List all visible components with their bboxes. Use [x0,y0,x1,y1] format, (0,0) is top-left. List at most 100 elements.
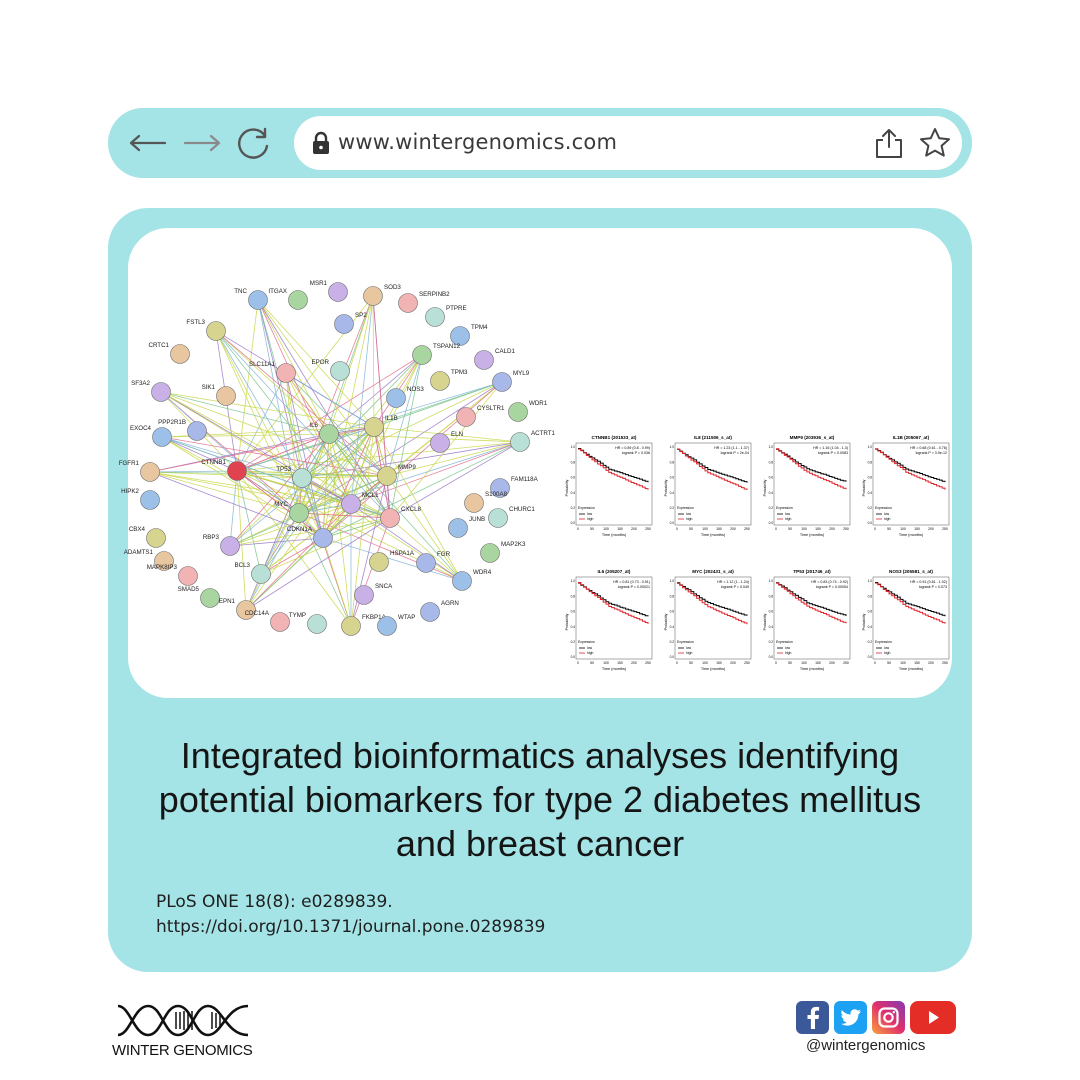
km-plot: MYC (202431_s_at)HR = 1.12 (1 - 1.24)log… [663,567,755,691]
km-legend-high: high [686,651,693,655]
node-itgax [288,290,308,310]
km-ytick: 0.0 [670,521,675,525]
node-wdr1 [508,402,528,422]
network-edge [161,436,303,479]
km-xtick: 250 [744,661,750,665]
km-xlabel: Time (months) [899,533,924,537]
km-title: MMP9 (203936_s_at) [790,435,835,440]
node-label: FAM118A [511,476,539,483]
km-ytick: 0.2 [868,506,873,510]
km-legend-high: high [884,651,891,655]
network-edge [322,295,374,539]
node-exoc4 [152,427,172,447]
km-title: IL1B (205067_at) [893,435,930,440]
node-wdr4 [452,571,472,591]
star-icon[interactable] [918,126,952,160]
km-frame [674,576,752,660]
network-edge [160,391,352,505]
network-edge [245,503,352,611]
km-legend-title: Expression [578,506,595,510]
reload-icon[interactable] [234,124,274,162]
km-xtick: 250 [645,661,651,665]
km-xtick: 0 [775,527,777,531]
network-edge [372,295,375,428]
km-ytick: 0.0 [571,655,576,659]
km-ytick: 1.0 [868,445,873,449]
km-ylabel: Probability [664,479,668,496]
node-junb [448,518,468,538]
km-xtick: 250 [645,527,651,531]
km-pvalue: logrank P = 2e-04 [721,451,749,455]
network-edge [245,512,300,611]
network-edge [328,433,391,519]
network-edge [322,426,375,539]
km-ytick: 0.4 [868,491,873,495]
node-label: WTAP [398,614,415,621]
node-cbx4 [146,528,166,548]
node-actrt1 [510,432,530,452]
km-ylabel: Probability [565,613,569,630]
km-frame [773,576,851,660]
km-xtick: 50 [887,661,891,665]
km-xlabel: Time (months) [800,533,825,537]
km-xlabel: Time (months) [800,667,825,671]
node-label: CTNNB1 [201,459,226,466]
node-rbp3 [220,536,240,556]
node-label: RBP3 [203,534,220,541]
node-fstl3 [206,321,226,341]
km-ylabel: Probability [763,479,767,496]
dna-helix-icon [117,1004,249,1037]
node-agrn [420,602,440,622]
km-xtick: 150 [716,661,722,665]
share-icon[interactable] [872,126,906,160]
network-edge [389,441,521,519]
km-ytick: 0.4 [571,491,576,495]
km-ytick: 0.6 [769,476,774,480]
km-xtick: 100 [801,661,807,665]
km-xtick: 200 [829,527,835,531]
back-arrow-icon[interactable] [128,124,168,162]
forward-arrow-icon[interactable] [182,124,222,162]
node-label: MSR1 [310,280,328,287]
km-legend-high: high [587,517,594,521]
km-xtick: 200 [928,527,934,531]
km-plot: NOS3 (205581_s_at)HR = 0.91 (0.81 - 1.02… [861,567,953,691]
km-plot: IL6 (205207_at)HR = 0.81 (0.73 - 0.91)lo… [564,567,656,691]
km-hr: HR = 0.89 (0.8 - 0.99) [615,446,650,450]
km-curve-low [677,582,748,616]
km-ytick: 0.4 [571,625,576,629]
node-label: WDR4 [473,569,492,576]
network-edge [328,433,463,582]
km-xtick: 250 [843,527,849,531]
node-label: CBX4 [129,526,146,533]
youtube-icon[interactable] [910,1001,956,1034]
km-pvalue: logrank P = 3.9e-12 [916,451,947,455]
address-bar[interactable]: www.wintergenomics.com [294,116,962,170]
facebook-icon[interactable] [796,1001,829,1034]
network-edge [298,512,391,519]
node-map2k3 [480,543,500,563]
node-label: EXOC4 [130,425,152,432]
node-fgr [416,553,436,573]
km-xtick: 250 [942,661,948,665]
node-epor [330,361,350,381]
node-wtap [377,616,397,636]
km-xtick: 100 [603,661,609,665]
node-slc11a1 [276,363,296,383]
km-xtick: 250 [744,527,750,531]
km-xtick: 250 [843,661,849,665]
twitter-icon[interactable] [834,1001,867,1034]
km-ytick: 0.8 [769,594,774,598]
instagram-icon[interactable] [872,1001,905,1034]
km-legend-title: Expression [776,506,793,510]
doi-link[interactable]: https://doi.org/10.1371/journal.pone.028… [156,917,546,937]
network-edge [236,372,287,472]
node-label: SP2 [355,312,367,319]
km-xtick: 0 [676,527,678,531]
node-tpm4 [450,326,470,346]
km-legend-high: high [884,517,891,521]
network-edge [322,537,463,582]
node-hspa1a [369,552,389,572]
km-xtick: 150 [716,527,722,531]
node-il1b [364,417,384,437]
